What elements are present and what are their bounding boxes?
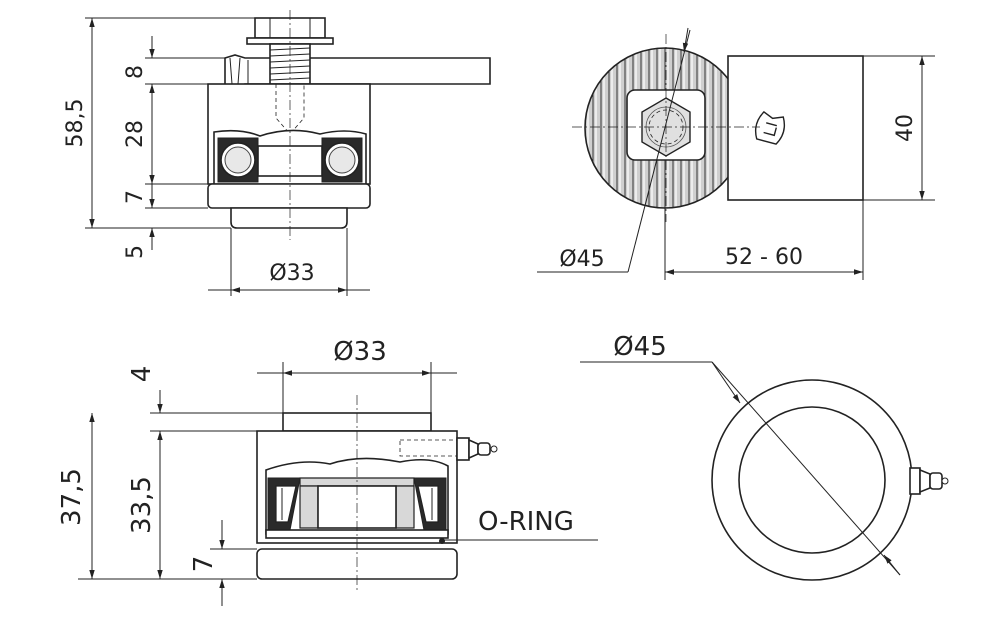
dim-diameter-bottom-plan: Ø45 bbox=[613, 332, 667, 362]
grease-nipple-body bbox=[456, 437, 470, 461]
section-view: Ø33 4 37,5 33,5 7 O-RING bbox=[57, 337, 598, 606]
dim-total-section: 37,5 bbox=[57, 468, 87, 526]
grease-nipple-side bbox=[909, 467, 921, 495]
front-view: 58,5 8 28 7 5 Ø33 bbox=[63, 10, 491, 296]
dim-diameter-section: Ø33 bbox=[333, 337, 387, 367]
clamp-plate bbox=[224, 54, 491, 87]
dim-diameter-plan: Ø45 bbox=[559, 247, 604, 272]
arm bbox=[727, 55, 864, 201]
dim-width: 40 bbox=[893, 114, 918, 142]
dim-diameter-front: Ø33 bbox=[269, 261, 314, 286]
inner-ring bbox=[738, 406, 886, 554]
dim-body: 28 bbox=[123, 120, 148, 148]
label-oring: O-RING bbox=[478, 507, 574, 537]
dim-top: 4 bbox=[127, 366, 157, 383]
dim-total-height: 58,5 bbox=[63, 99, 88, 148]
base-flange bbox=[207, 183, 371, 209]
brand-logo-icon bbox=[754, 110, 786, 145]
dim-spigot: 5 bbox=[123, 245, 148, 259]
spigot bbox=[230, 207, 348, 229]
dim-body-section: 33,5 bbox=[127, 476, 157, 534]
plan-view: Ø45 40 52 - 60 bbox=[537, 27, 935, 280]
dim-length: 52 - 60 bbox=[725, 245, 803, 270]
dim-flange: 7 bbox=[123, 190, 148, 204]
o-ring-dot bbox=[439, 538, 445, 544]
dim-flange-section: 7 bbox=[189, 556, 219, 573]
dim-plate: 8 bbox=[123, 65, 148, 79]
bottom-plan-view: Ø45 bbox=[580, 332, 949, 581]
